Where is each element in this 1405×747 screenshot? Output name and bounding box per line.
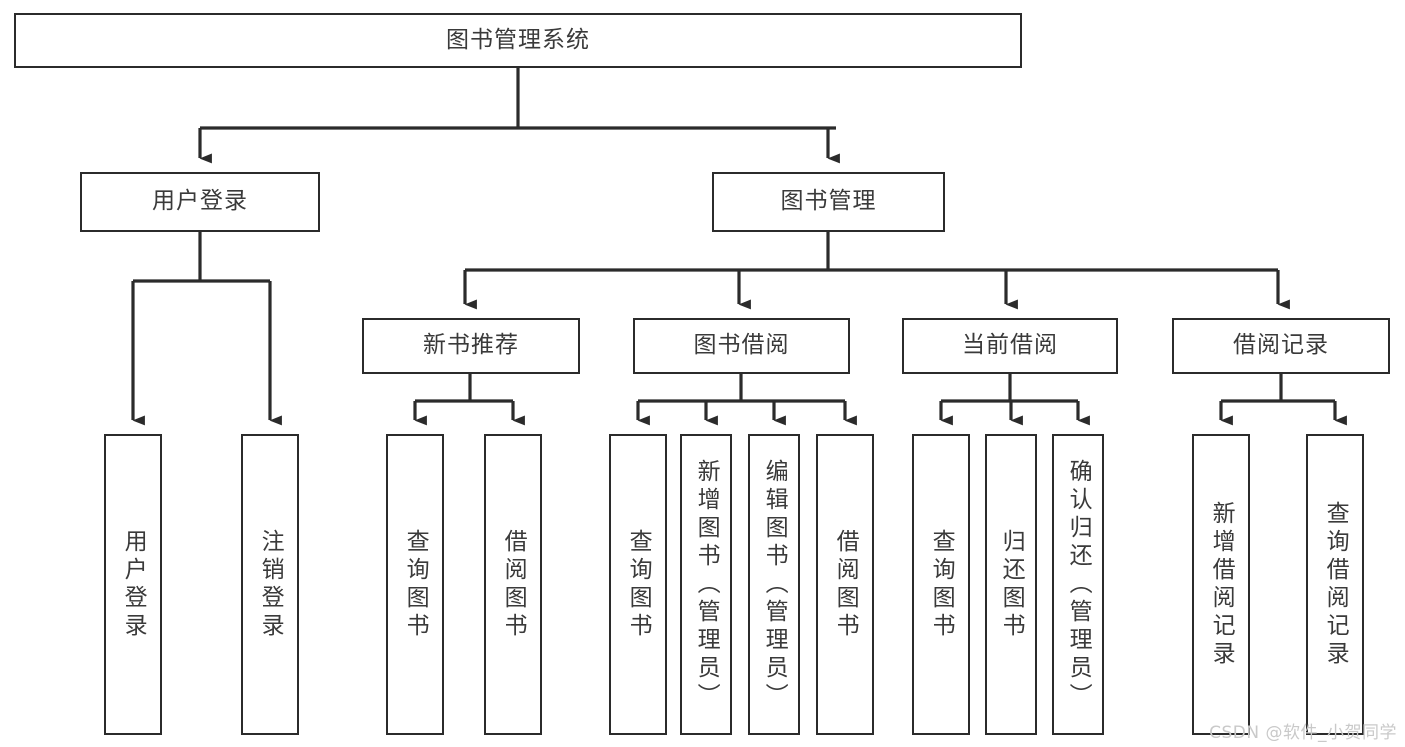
leaf-node[interactable]: 查询借阅记录 bbox=[1306, 434, 1364, 735]
leaf-node[interactable]: 归还图书 bbox=[985, 434, 1037, 735]
node-level1-book-management[interactable]: 图书管理 bbox=[712, 172, 945, 232]
leaf-node[interactable]: 查询图书 bbox=[386, 434, 444, 735]
leaf-node[interactable]: 查询图书 bbox=[609, 434, 667, 735]
leaf-node[interactable]: 编辑图书（管理员） bbox=[748, 434, 800, 735]
leaf-node[interactable]: 确认归还（管理员） bbox=[1052, 434, 1104, 735]
leaf-node[interactable]: 查询图书 bbox=[912, 434, 970, 735]
leaf-node[interactable]: 新增借阅记录 bbox=[1192, 434, 1250, 735]
node-level2-book-borrow[interactable]: 图书借阅 bbox=[633, 318, 850, 374]
node-level1-user-login[interactable]: 用户登录 bbox=[80, 172, 320, 232]
node-level2-borrow-records[interactable]: 借阅记录 bbox=[1172, 318, 1390, 374]
leaf-node[interactable]: 注销登录 bbox=[241, 434, 299, 735]
leaf-node[interactable]: 用户登录 bbox=[104, 434, 162, 735]
leaf-node[interactable]: 新增图书（管理员） bbox=[680, 434, 732, 735]
node-root[interactable]: 图书管理系统 bbox=[14, 13, 1022, 68]
leaf-node[interactable]: 借阅图书 bbox=[816, 434, 874, 735]
node-level2-new-book-recommend[interactable]: 新书推荐 bbox=[362, 318, 580, 374]
leaf-node[interactable]: 借阅图书 bbox=[484, 434, 542, 735]
node-level2-current-borrow[interactable]: 当前借阅 bbox=[902, 318, 1118, 374]
